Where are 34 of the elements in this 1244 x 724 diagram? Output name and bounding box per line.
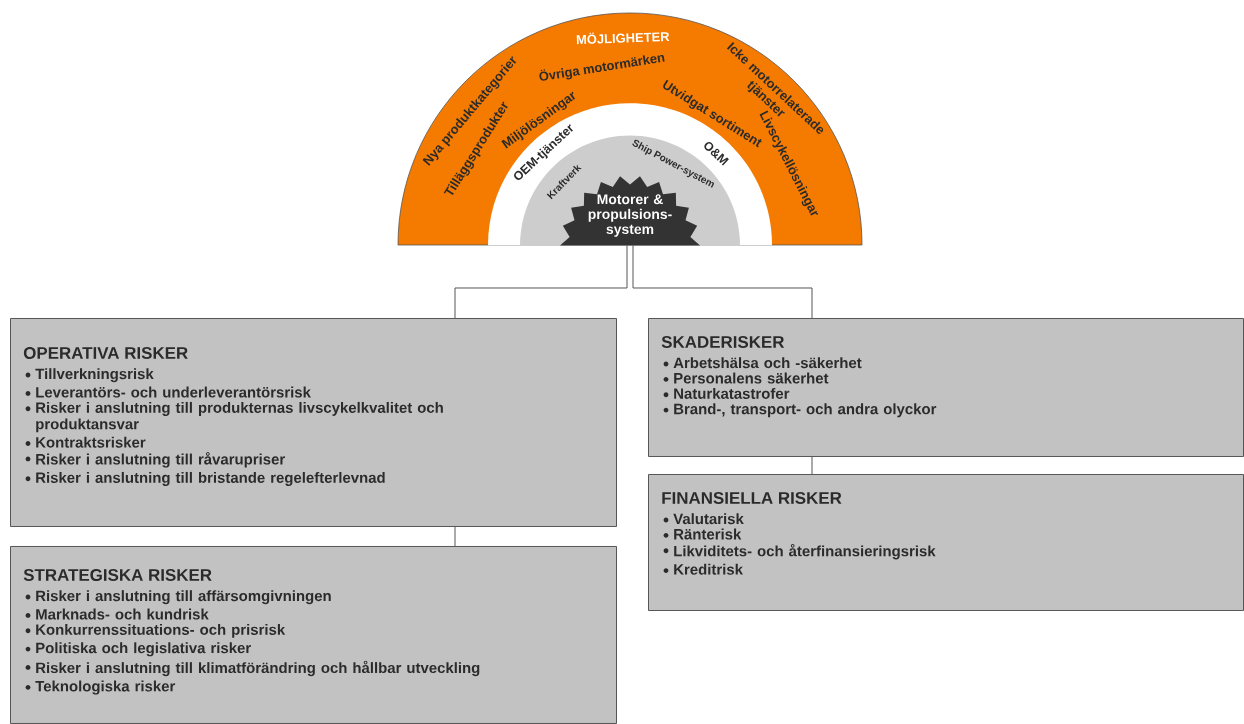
box-heading: OPERATIVA RISKER [23, 347, 188, 359]
box-heading: FINANSIELLA RISKER [662, 492, 842, 504]
list-item: Likviditets- och återfinansieringsrisk [663, 543, 936, 560]
list-item: Arbetshälsa och -säkerhet [663, 357, 862, 369]
band-label: MÖJLIGHETER [576, 32, 670, 45]
risk-box [10, 318, 617, 527]
risk-box [648, 474, 1244, 611]
list-item: Teknologiska risker [25, 680, 176, 695]
risk-box [648, 318, 1244, 457]
list-item: Personalens säkerhet [663, 372, 829, 384]
band-label: Övriga motormärken [539, 54, 665, 81]
box-heading: SKADERISKER [661, 336, 785, 348]
connector-line [454, 244, 628, 319]
list-item: Valutarisk [663, 513, 744, 525]
list-item: Risker i anslutning till produkternas livscykelkvalitet och produktansvar [25, 401, 443, 433]
list-item: Tillverkningsrisk [25, 368, 154, 383]
list-item: Ränterisk [663, 528, 742, 540]
list-item: Risker i anslutning till klimatförändring och hållbar utveckling [25, 660, 480, 677]
connector-line [632, 244, 813, 319]
risk-box [10, 546, 617, 724]
list-item: Risker i anslutning till bristande regelefterlevnad [25, 471, 385, 486]
list-item: Politiska och legislativa risker [25, 642, 251, 657]
list-item: Brand-, transport- och andra olyckor [663, 403, 937, 418]
list-item: Konkurrenssituations- och prisrisk [25, 623, 286, 638]
list-item: Risker i anslutning till affärsomgivningen [25, 590, 331, 605]
list-item: Leverantörs- och underleverantörsrisk [25, 386, 311, 398]
connector-line [811, 456, 813, 475]
list-item: Risker i anslutning till råvarupriser [25, 452, 285, 468]
box-heading: STRATEGISKA RISKER [23, 569, 212, 581]
connector-line [454, 526, 456, 547]
list-item: Marknads- och kundrisk [25, 608, 209, 620]
list-item: Naturkatastrofer [663, 387, 790, 399]
list-item: Kontraktsrisker [25, 436, 146, 448]
list-item: Kreditrisk [663, 563, 743, 575]
